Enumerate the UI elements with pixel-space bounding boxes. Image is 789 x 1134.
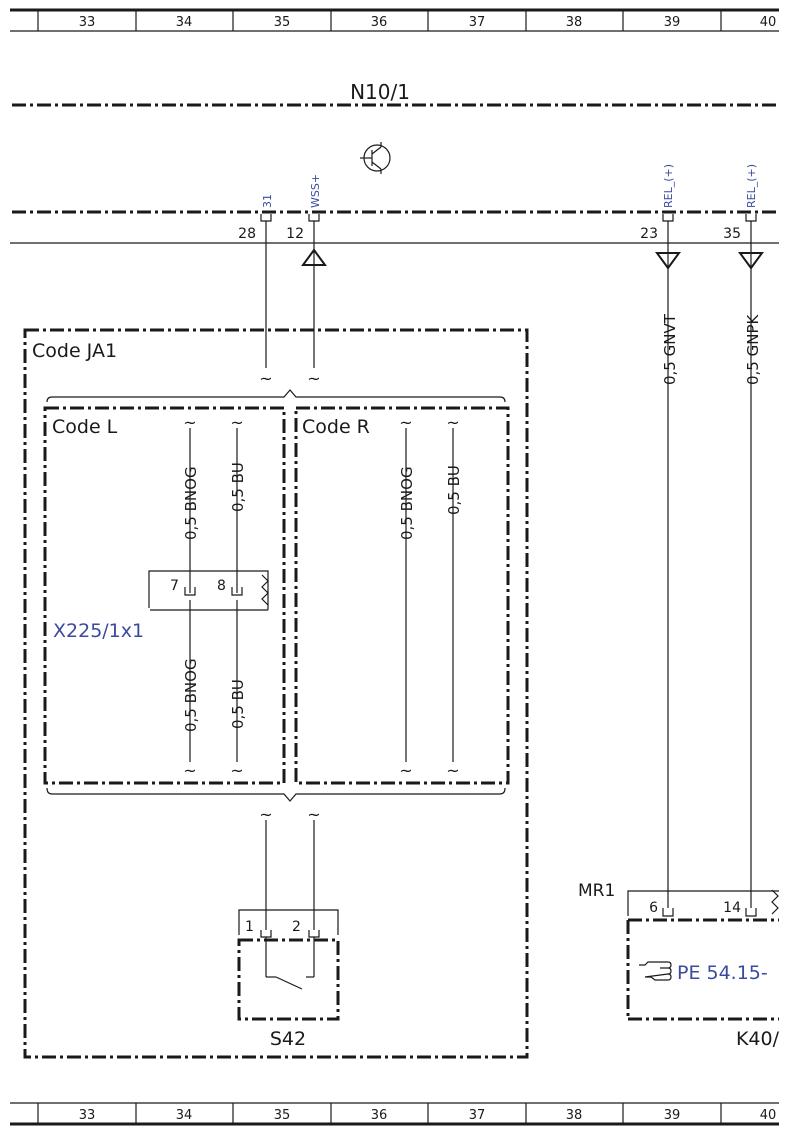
pin-23-socket: [662, 214, 674, 222]
grid-col-40: 40: [760, 15, 777, 30]
grid-col-37-bottom: 37: [469, 1108, 486, 1123]
grid-col-33-bottom: 33: [79, 1108, 96, 1123]
code-ja1-border: [23, 328, 529, 1059]
grid-col-35-bottom: 35: [274, 1108, 291, 1123]
grid-col-39-bottom: 39: [664, 1108, 681, 1123]
relay-connector-name: MR1: [578, 881, 615, 901]
bottom-grid-ruler: 33 34 35 36 37 38 39 40: [10, 1102, 779, 1126]
top-brace: [46, 389, 506, 403]
switch-pin-1: 1: [245, 919, 254, 935]
pin-12-signal: WSS+: [309, 174, 322, 208]
tilde-right-bu-top: ~: [446, 413, 459, 432]
tilde-left-bnog-bottom: ~: [183, 761, 196, 780]
relay-reference-link[interactable]: PE 54.15-: [677, 962, 768, 984]
relay-pin-6: 6: [649, 900, 658, 916]
wire-label-gnvt: 0,5 GNVT: [661, 313, 679, 385]
tilde-left-bu-top: ~: [230, 413, 243, 432]
grid-col-37: 37: [469, 15, 486, 30]
wire-label-gnpk: 0,5 GNPK: [744, 313, 762, 385]
pin-28-number: 28: [238, 226, 256, 242]
connector-pin-8-socket: [231, 587, 243, 596]
connector-x225: 7 8 X225/1x1: [53, 570, 269, 642]
code-r-wires: [405, 428, 454, 762]
switch-pin-1-socket: [260, 930, 272, 938]
wire-label-left-bu-top: 0,5 BU: [229, 462, 247, 512]
tilde-28: ~: [259, 369, 272, 388]
relay-pin-14-socket: [745, 908, 757, 917]
connector-break-icon: [261, 574, 269, 606]
top-grid-ruler: 33 34 35 36 37 38 39 40: [10, 8, 779, 32]
tilde-right-bu-bottom: ~: [446, 761, 459, 780]
module-wires: [265, 221, 764, 908]
grid-col-39: 39: [664, 15, 681, 30]
switch-contact-icon: [265, 937, 315, 990]
pin-35-number: 35: [723, 226, 741, 242]
switch-pin-2-socket: [308, 930, 320, 938]
module-n10-1: N10/1 31 WSS+ REL_(+) REL_(+): [10, 80, 779, 244]
switch-s42: 1 2 S42: [237, 909, 340, 1050]
tilde-left-bnog-top: ~: [183, 413, 196, 432]
wire-label-right-bu: 0,5 BU: [445, 465, 463, 515]
connector-name: X225/1x1: [53, 620, 144, 642]
relay-break-icon: [771, 889, 779, 915]
shield-triangle-pin-23: [655, 252, 681, 270]
wire-label-left-bnog-bottom: 0,5 BNOG: [182, 658, 200, 732]
switch-name: S42: [270, 1028, 306, 1050]
relay-pin-14: 14: [723, 900, 741, 916]
pin-28-socket: [260, 214, 272, 222]
connector-pin-8: 8: [217, 578, 226, 594]
switch-border: [237, 938, 340, 1021]
tilde-switch-2: ~: [307, 805, 320, 824]
pin-28-signal: 31: [261, 194, 274, 208]
grid-col-33: 33: [79, 15, 96, 30]
transistor-icon: [360, 142, 391, 174]
grid-col-38-bottom: 38: [566, 1108, 583, 1123]
tilde-switch-1: ~: [259, 805, 272, 824]
module-name: N10/1: [350, 80, 410, 104]
code-r-border: [294, 406, 510, 785]
pin-35-signal: REL_(+): [745, 164, 758, 208]
connector-pin-7: 7: [170, 578, 179, 594]
tilde-right-bnog-top: ~: [399, 413, 412, 432]
shield-triangle-pin-35: [738, 252, 764, 270]
relay-name: K40/: [736, 1028, 780, 1050]
tilde-right-bnog-bottom: ~: [399, 761, 412, 780]
connector-pin-7-socket: [184, 587, 196, 596]
pointing-hand-icon[interactable]: [639, 961, 672, 981]
pin-23-signal: REL_(+): [662, 164, 675, 208]
relay-k40: MR1 6 14 PE 54.15- K40/: [578, 881, 780, 1050]
tilde-12: ~: [307, 369, 320, 388]
grid-col-34: 34: [176, 15, 193, 30]
code-ja1-label: Code JA1: [32, 340, 117, 362]
pin-23-number: 23: [640, 226, 658, 242]
relay-pin-6-socket: [662, 908, 674, 917]
bottom-brace: [46, 787, 506, 802]
code-r-label: Code R: [302, 416, 370, 438]
grid-col-36-bottom: 36: [371, 1108, 388, 1123]
grid-col-40-bottom: 40: [760, 1108, 777, 1123]
pin-12-socket: [308, 214, 320, 222]
switch-pin-2: 2: [292, 919, 301, 935]
grid-col-38: 38: [566, 15, 583, 30]
wire-label-left-bnog-top: 0,5 BNOG: [182, 466, 200, 540]
code-l-label: Code L: [52, 416, 118, 438]
shield-triangle-pin-12: [301, 248, 327, 266]
code-l-wires: [189, 428, 238, 762]
code-l-border: [43, 406, 286, 785]
grid-col-34-bottom: 34: [176, 1108, 193, 1123]
switch-wires: [265, 820, 315, 930]
grid-col-35: 35: [274, 15, 291, 30]
grid-col-36: 36: [371, 15, 388, 30]
wire-label-right-bnog: 0,5 BNOG: [398, 466, 416, 540]
wire-label-left-bu-bottom: 0,5 BU: [229, 679, 247, 729]
tilde-left-bu-bottom: ~: [230, 761, 243, 780]
code-ja1-block: Code JA1 Code L Code R ~ ~ ~ ~ 0,5 BNOG …: [23, 328, 529, 1059]
pin-35-socket: [745, 214, 757, 222]
pin-12-number: 12: [286, 226, 304, 242]
